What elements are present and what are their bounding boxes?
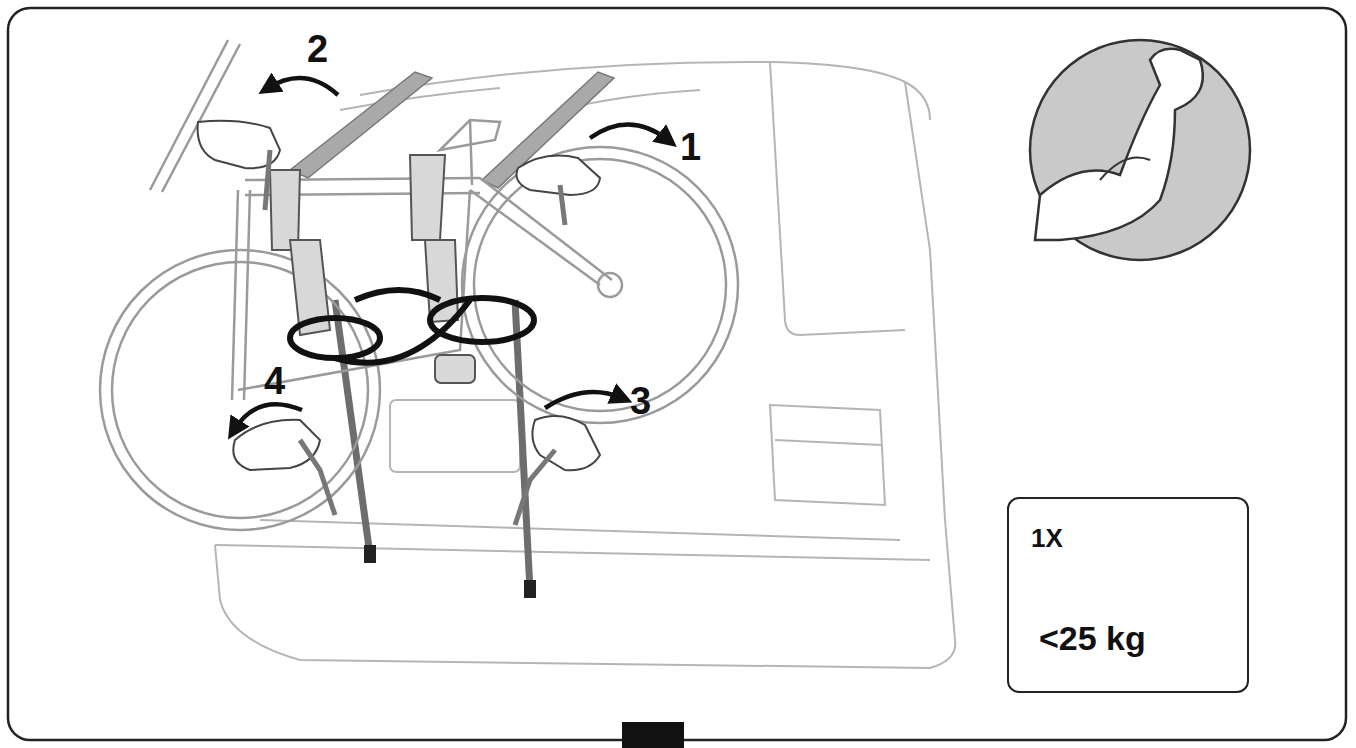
- strength-badge: [1030, 40, 1250, 260]
- bicycle: [100, 40, 738, 530]
- rack-clamps: [270, 155, 475, 383]
- panel-frame: [8, 8, 1346, 740]
- lower-straps: [265, 150, 565, 525]
- callout-number: 4: [262, 362, 287, 400]
- weight-limit: <25 kg: [1039, 621, 1146, 655]
- cable-lock: [290, 290, 534, 363]
- direction-arrow: [234, 78, 668, 430]
- page-tab: [622, 722, 684, 748]
- quantity-label: 1X: [1031, 525, 1063, 551]
- hook: [524, 580, 536, 598]
- car-outline: [215, 62, 955, 668]
- weight-limit-box: 1X <25 kg: [1007, 497, 1249, 693]
- callout-number: 2: [305, 30, 330, 68]
- hook: [364, 545, 376, 563]
- callout-number: 3: [628, 382, 653, 420]
- callout-number: 1: [678, 128, 703, 166]
- hands: [198, 121, 600, 470]
